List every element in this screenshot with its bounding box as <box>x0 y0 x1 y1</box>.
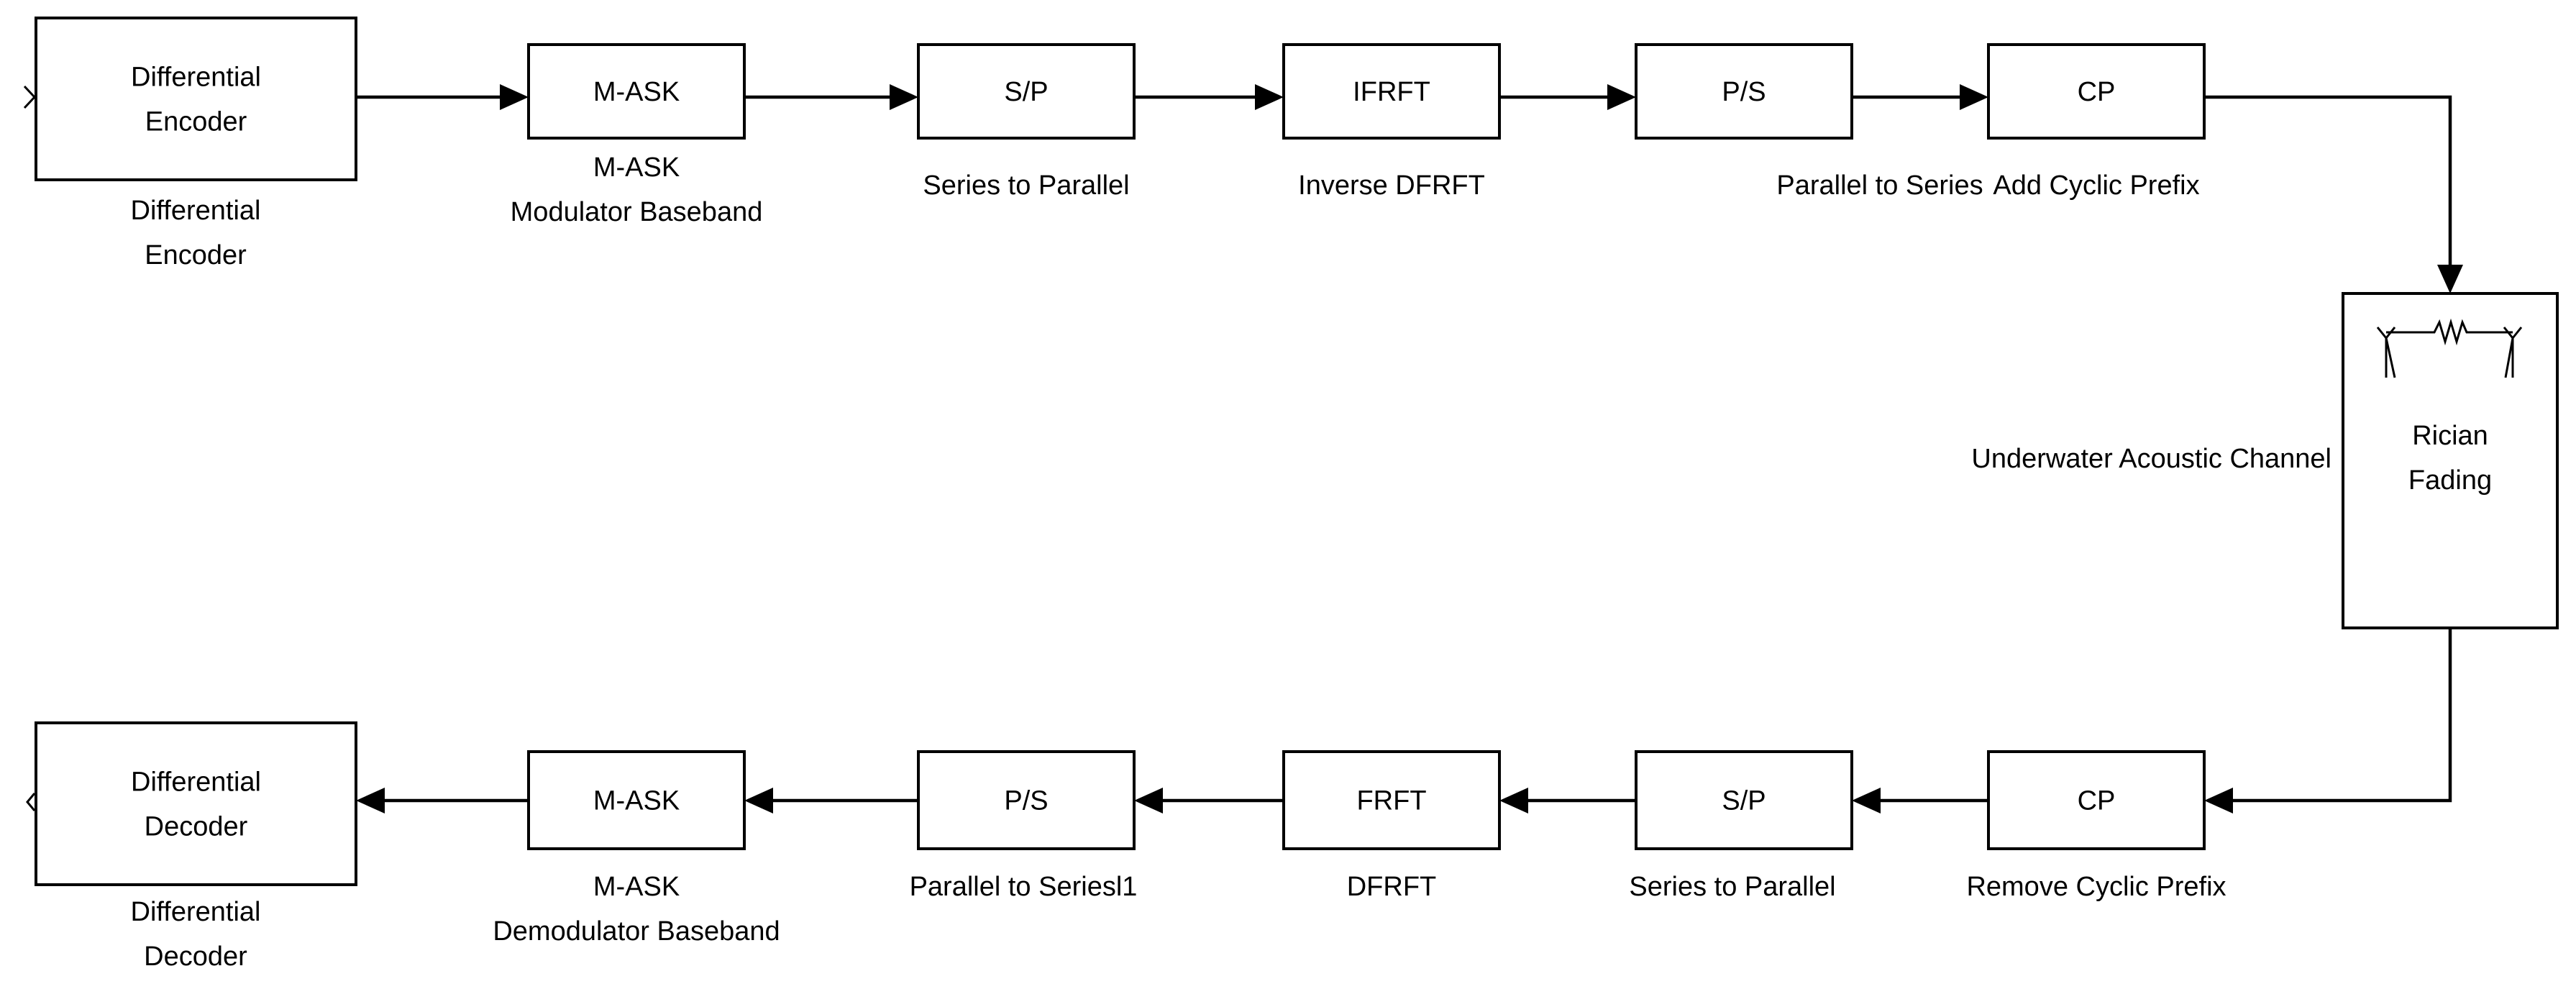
ps-rx-block[interactable]: P/S <box>917 750 1136 850</box>
mask-mod-box[interactable] <box>527 43 746 140</box>
sp-tx-block[interactable]: S/P <box>917 43 1136 140</box>
ifrft-block-text: IFRFT <box>1353 77 1430 107</box>
cp-add-caption: Add Cyclic Prefix <box>1993 170 2199 201</box>
connector-ps-to-cp <box>1852 84 1988 110</box>
diff-decoder-box[interactable] <box>35 721 357 886</box>
mask-mod-caption: Modulator Baseband <box>511 197 763 227</box>
mask-demod-block[interactable]: M-ASK <box>527 750 746 850</box>
sp-rx-caption: Series to Parallel <box>1629 872 1835 902</box>
mask-demod-caption: M-ASK <box>593 872 680 902</box>
ifrft-block[interactable]: IFRFT <box>1282 43 1501 140</box>
sp-rx-block-text: S/P <box>1722 786 1766 816</box>
diff-encoder-block-text: Differential <box>131 63 261 93</box>
ps-rx-block-text: P/S <box>1004 786 1048 816</box>
sp-tx-caption: Series to Parallel <box>923 170 1129 201</box>
connector-mask-to-sp <box>744 84 918 110</box>
cp-add-block-text: CP <box>2078 77 2116 107</box>
ifrft-caption: Inverse DFRFT <box>1298 170 1485 201</box>
connector-encoder-to-mask <box>356 84 529 110</box>
ps-tx-caption: Parallel to Series <box>1776 170 1983 201</box>
mask-mod-caption: M-ASK <box>593 152 680 183</box>
connector-channel-to-cp <box>2204 628 2452 813</box>
connector-cp-to-sp <box>1852 788 1988 813</box>
cp-add-box[interactable] <box>1987 43 2206 140</box>
rician-channel-block-text: Fading <box>2408 465 2492 496</box>
ps-tx-block[interactable]: P/S <box>1635 43 1853 140</box>
diff-encoder-box[interactable] <box>35 17 357 181</box>
ps-rx-caption: Parallel to Seriesl1 <box>910 872 1138 902</box>
mask-mod-block[interactable]: M-ASK <box>527 43 746 140</box>
rician-channel-caption: Underwater Acoustic Channel <box>1971 444 2331 474</box>
rician-fading-icon <box>2376 318 2523 378</box>
output-port-marker <box>26 793 36 811</box>
sp-rx-box[interactable] <box>1635 750 1853 850</box>
rician-channel-block-text: Rician <box>2412 421 2488 451</box>
frft-caption: DFRFT <box>1347 872 1437 902</box>
cp-add-block[interactable]: CP <box>1987 43 2206 140</box>
mask-mod-block-text: M-ASK <box>593 77 680 107</box>
mask-demod-box[interactable] <box>527 750 746 850</box>
diff-encoder-caption: Differential <box>131 196 261 226</box>
connector-sp-to-frft <box>1499 788 1636 813</box>
frft-block[interactable]: FRFT <box>1282 750 1501 850</box>
mask-demod-caption: Demodulator Baseband <box>493 916 780 947</box>
connector-cp-to-channel <box>2204 95 2463 293</box>
ifrft-box[interactable] <box>1282 43 1501 140</box>
ps-tx-block-text: P/S <box>1722 77 1766 107</box>
diff-decoder-caption: Decoder <box>144 942 247 972</box>
frft-block-text: FRFT <box>1356 786 1426 816</box>
cp-remove-block[interactable]: CP <box>1987 750 2206 850</box>
diff-decoder-block-text: Decoder <box>145 812 248 842</box>
sp-tx-block-text: S/P <box>1004 77 1048 107</box>
diff-encoder-caption: Encoder <box>145 240 247 270</box>
cp-remove-block-text: CP <box>2078 786 2116 816</box>
connector-ps-to-mask <box>744 788 918 813</box>
diff-decoder-caption: Differential <box>131 897 261 927</box>
connector-frft-to-ps <box>1134 788 1284 813</box>
diff-decoder-block-text: Differential <box>131 767 261 798</box>
rician-channel-box[interactable] <box>2342 292 2559 629</box>
connector-mask-to-decoder <box>356 788 529 813</box>
cp-remove-caption: Remove Cyclic Prefix <box>1966 872 2226 902</box>
input-port-marker <box>23 85 37 109</box>
sp-tx-box[interactable] <box>917 43 1136 140</box>
connector-sp-to-ifrft <box>1134 84 1284 110</box>
diff-encoder-block-text: Encoder <box>145 107 247 137</box>
ps-tx-box[interactable] <box>1635 43 1853 140</box>
connector-ifrft-to-ps <box>1499 84 1636 110</box>
sp-rx-block[interactable]: S/P <box>1635 750 1853 850</box>
mask-demod-block-text: M-ASK <box>593 786 680 816</box>
